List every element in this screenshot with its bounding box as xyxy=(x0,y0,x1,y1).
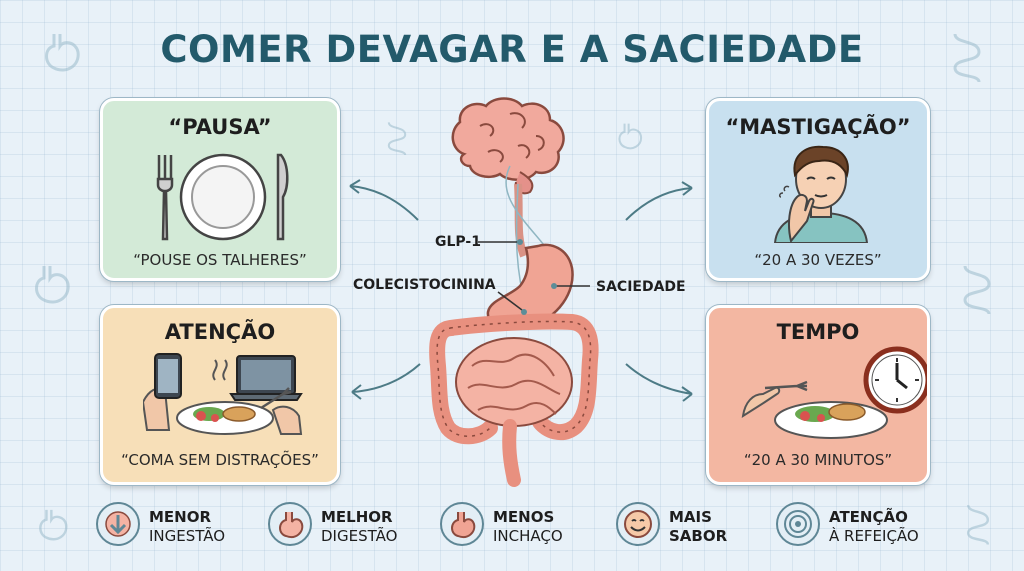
plate-cutlery-icon xyxy=(156,153,289,241)
page-title: COMER DEVAGAR E A SACIEDADE xyxy=(160,28,864,71)
card-pausa-caption: “POUSE OS TALHERES” xyxy=(133,251,307,269)
stomach-icon xyxy=(268,502,312,546)
card-atencao-caption: “COMA SEM DISTRAÇÕES” xyxy=(121,451,319,469)
card-tempo: TEMPO “20 A 30 MINUTOS” xyxy=(706,305,930,485)
benefit-line2: INGESTÃO xyxy=(149,527,226,545)
card-mastigacao-title: “MASTIGAÇÃO” xyxy=(725,115,911,139)
label-colecistocinina: COLECISTOCININA xyxy=(353,277,496,293)
card-tempo-caption: “20 A 30 MINUTOS” xyxy=(743,451,893,469)
background-stomach-icon xyxy=(39,509,68,541)
background-stomach-icon xyxy=(35,266,70,304)
smile-icon xyxy=(616,502,660,546)
person-chewing-icon xyxy=(773,145,869,243)
arrow-to-pausa xyxy=(349,179,419,221)
benefit-line2: SABOR xyxy=(669,527,728,545)
clock-meal-icon xyxy=(741,346,927,439)
card-pausa: “PAUSA” “POUSE OS TALHERES” xyxy=(100,98,340,281)
background-intestine-icon xyxy=(963,265,991,315)
background-stomach-icon xyxy=(618,123,642,150)
background-intestine-icon xyxy=(953,33,981,83)
card-pausa-title: “PAUSA” xyxy=(168,115,272,139)
card-tempo-title: TEMPO xyxy=(776,320,860,344)
benefit-line1: ATENÇÃO xyxy=(829,508,908,526)
background-stomach-icon xyxy=(45,34,80,72)
background-intestine-icon xyxy=(387,122,407,156)
digestive-system-illustration xyxy=(349,97,693,487)
benefit-line1: MAIS xyxy=(669,508,712,526)
benefit-line2: À REFEIÇÃO xyxy=(829,527,919,545)
benefit-line1: MENOS xyxy=(493,508,555,526)
arrow-to-tempo xyxy=(625,363,693,402)
label-glp1: GLP-1 xyxy=(435,234,481,250)
card-atencao: ATENÇÃO “COMA SEM DISTRAÇÕES” xyxy=(100,305,340,485)
label-saciedade: SACIEDADE xyxy=(596,279,686,295)
small-intestine-shape xyxy=(455,337,573,427)
card-atencao-title: ATENÇÃO xyxy=(164,320,276,344)
benefit-line1: MENOR xyxy=(149,508,212,526)
arrow-to-mastigacao xyxy=(625,181,693,221)
benefit-line2: DIGESTÃO xyxy=(321,527,398,545)
card-mastigacao: “MASTIGAÇÃO” “20 A 30 VEZES” xyxy=(706,98,930,281)
distraction-devices-icon xyxy=(143,353,303,435)
benefit-line1: MELHOR xyxy=(321,508,393,526)
benefit-line2: INCHAÇO xyxy=(493,527,563,545)
target-icon xyxy=(776,502,820,546)
background-intestine-icon xyxy=(966,504,990,545)
arrow-to-atencao xyxy=(351,363,421,400)
down-arrow-icon xyxy=(96,502,140,546)
stomach-icon xyxy=(440,502,484,546)
card-mastigacao-caption: “20 A 30 VEZES” xyxy=(754,251,882,269)
brain-icon xyxy=(451,97,565,195)
